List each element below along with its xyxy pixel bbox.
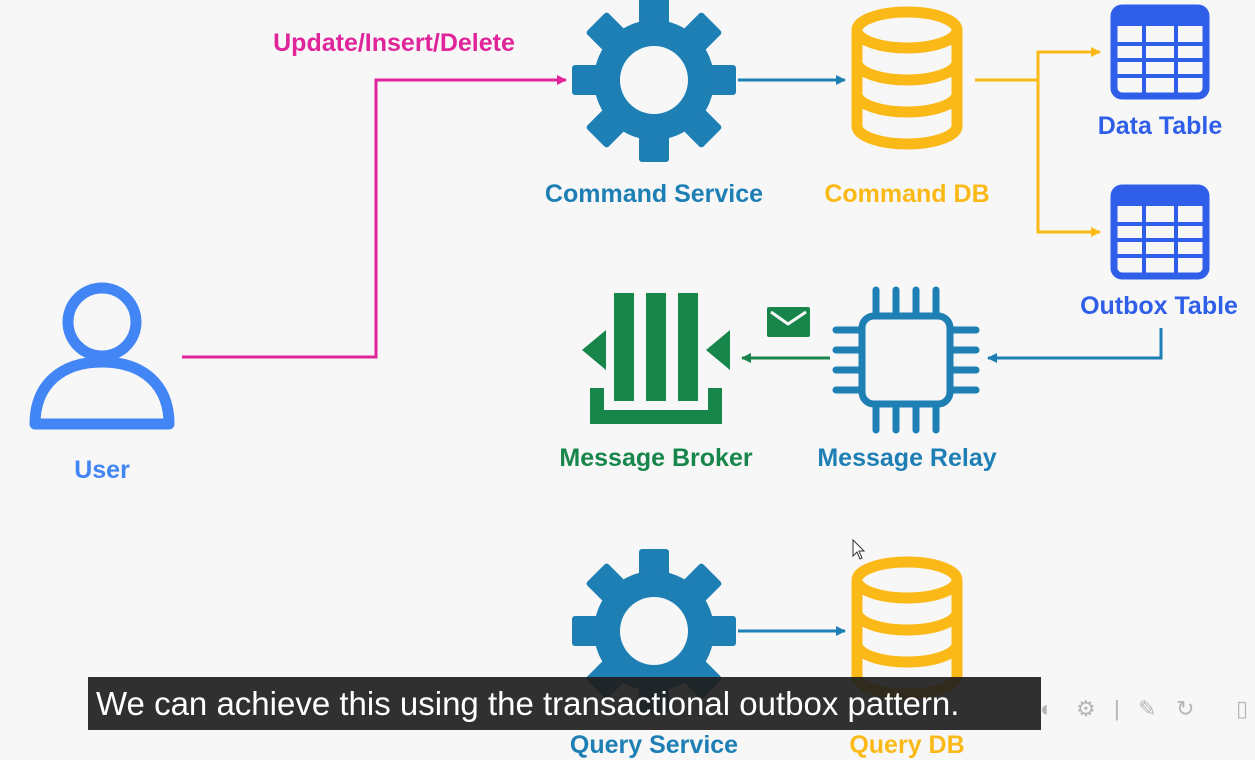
edit-pencil-icon[interactable]: ✎	[1138, 696, 1157, 721]
command-db-icon	[851, 6, 963, 150]
user-to-command-service-arrow	[182, 75, 567, 359]
message-broker-label: Message Broker	[559, 444, 752, 472]
mouse-cursor-icon	[852, 538, 866, 560]
replay-icon[interactable]: ↻	[1176, 696, 1195, 721]
captions-icon[interactable]: ◐	[1040, 696, 1054, 721]
envelope-icon	[767, 307, 810, 337]
subtitle-caption: We can achieve this using the transactio…	[88, 677, 1041, 730]
command-service-label: Command Service	[545, 180, 763, 208]
data-table-label: Data Table	[1098, 112, 1223, 140]
command-db-to-outbox-table-arrow	[1036, 80, 1101, 237]
outbox-table-icon	[1110, 184, 1210, 280]
chip-icon	[832, 286, 980, 434]
query-service-label: Query Service	[570, 731, 738, 759]
query-service-gear-icon	[572, 549, 736, 713]
query-db-icon	[851, 556, 963, 700]
outbox-table-label: Outbox Table	[1080, 292, 1238, 320]
fullscreen-icon[interactable]: ▯	[1236, 696, 1249, 721]
user-label: User	[74, 456, 130, 484]
command-db-label: Command DB	[824, 180, 989, 208]
command-db-to-data-table-arrow	[975, 47, 1101, 82]
message-relay-label: Message Relay	[817, 444, 996, 472]
user-icon	[29, 282, 175, 430]
divider: |	[1114, 696, 1120, 721]
video-player-controls: ◐ ⚙ | ✎ ↻ ▯	[1000, 692, 1255, 736]
settings-gear-icon[interactable]: ⚙	[1076, 696, 1096, 721]
operation-label: Update/Insert/Delete	[273, 29, 515, 57]
outbox-table-to-relay-arrow	[987, 328, 1163, 363]
data-table-icon	[1110, 4, 1210, 100]
message-queue-icon	[582, 293, 730, 424]
query-db-label: Query DB	[849, 731, 964, 759]
command-service-gear-icon	[572, 0, 736, 162]
